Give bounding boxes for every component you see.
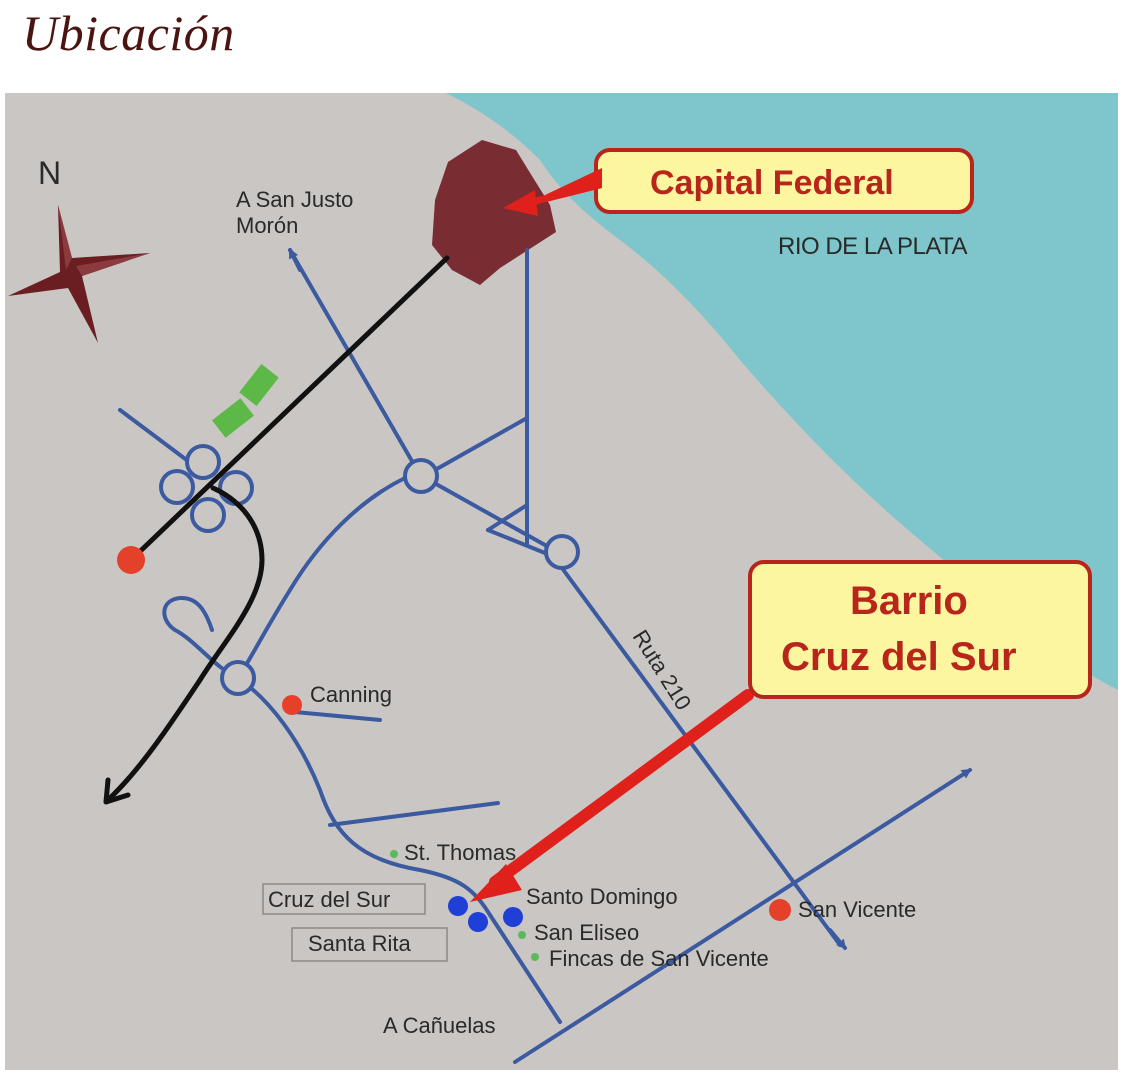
road-to-canuelas-south <box>488 913 562 1024</box>
neighborhood-dot-1 <box>448 896 468 916</box>
town-dot-west <box>117 546 145 574</box>
box-cruz-del-sur <box>262 883 426 915</box>
town-dot-canning <box>282 695 302 715</box>
roundabout-junction-bottom <box>190 497 226 533</box>
neighborhood-dot-3 <box>503 907 523 927</box>
road-loop <box>162 596 240 680</box>
small-dot-fincas <box>531 953 539 961</box>
rio-de-la-plata-water <box>446 93 1118 690</box>
label-st-thomas: St. Thomas <box>404 840 516 865</box>
label-rio-de-la-plata: RIO DE LA PLATA <box>778 233 968 260</box>
label-san-justo: A San Justo <box>236 187 353 212</box>
neighborhood-dot-2 <box>468 912 488 932</box>
small-dot-st-thomas <box>390 850 398 858</box>
green-blocks <box>212 364 279 438</box>
road-ruta-210 <box>418 473 842 947</box>
page-title: Ubicación <box>22 5 235 61</box>
roundabout-junction-top <box>185 444 221 480</box>
label-san-eliseo: San Eliseo <box>534 920 639 945</box>
label-santo-domingo: Santo Domingo <box>526 884 678 909</box>
road-to-san-justo <box>288 248 422 477</box>
road-canning <box>236 676 492 917</box>
highway-main <box>128 255 450 563</box>
label-cruz-del-sur: Cruz del Sur <box>268 887 390 912</box>
road-diagonal-east <box>513 768 972 1064</box>
callout-barrio-line1: Barrio <box>850 579 968 623</box>
callout-barrio-cruz-del-sur: Barrio Cruz del Sur <box>470 560 1092 902</box>
road-canning-spur <box>293 710 382 722</box>
callout-barrio-arrow <box>489 689 754 888</box>
highway-south <box>105 485 265 803</box>
highway-arrowhead <box>103 777 131 805</box>
roundabout-ruta <box>544 534 580 570</box>
callout-barrio-line2: Cruz del Sur <box>781 635 1017 679</box>
label-moron: Morón <box>236 213 298 238</box>
highway <box>103 255 450 805</box>
road-st-thomas-spur <box>328 801 500 827</box>
box-santa-rita <box>291 927 448 962</box>
roundabout-north <box>403 458 439 494</box>
road-connector-1 <box>433 416 529 472</box>
road-connector-3 <box>486 528 547 555</box>
north-label: N <box>38 155 61 191</box>
small-dot-san-eliseo <box>518 931 526 939</box>
callout-capital-federal: Capital Federal <box>503 148 974 216</box>
label-canning: Canning <box>310 682 392 707</box>
green-block-1 <box>212 398 254 438</box>
road-network <box>118 248 972 1064</box>
label-santa-rita: Santa Rita <box>308 931 411 956</box>
roundabout-west <box>220 660 256 696</box>
town-dot-san-vicente <box>769 899 791 921</box>
capital-federal-area <box>432 140 556 285</box>
compass-star-icon <box>8 205 150 343</box>
callout-capital-text: Capital Federal <box>650 164 894 202</box>
roundabout-junction-left <box>159 469 195 505</box>
label-san-vicente: San Vicente <box>798 897 916 922</box>
green-block-2 <box>239 364 279 406</box>
roundabout-junction-right <box>218 470 254 506</box>
label-fincas-de-san-vicente: Fincas de San Vicente <box>549 946 769 971</box>
road-west-branch <box>236 476 407 680</box>
road-connector-2 <box>486 503 529 532</box>
road-san-justo-arrow <box>288 248 302 272</box>
label-a-canuelas: A Cañuelas <box>383 1013 496 1038</box>
road-ruta-arrow <box>828 928 847 950</box>
